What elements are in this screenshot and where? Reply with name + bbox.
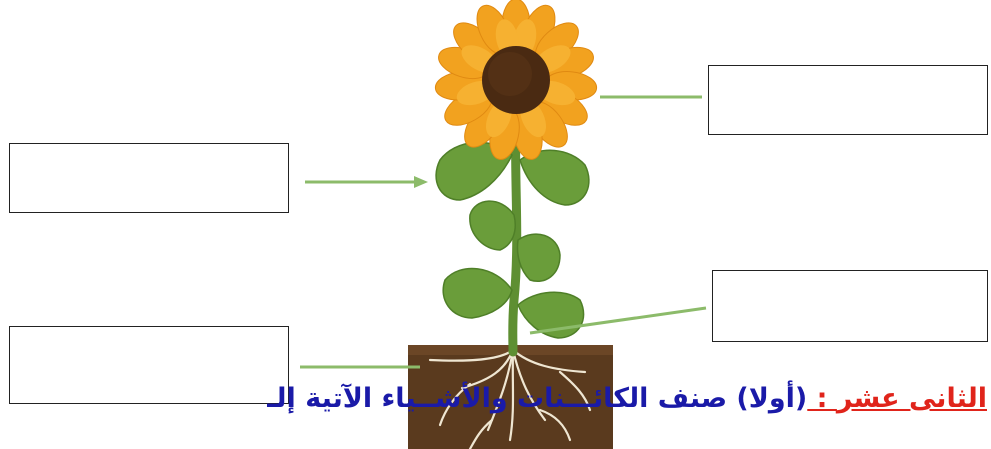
arrow-to-stem [529, 306, 707, 335]
arrow-to-leaf-head [414, 176, 428, 188]
stem [508, 115, 522, 357]
label-box-flower[interactable] [708, 65, 988, 135]
leaf-upper-right [519, 149, 590, 206]
flower-head [434, 0, 598, 160]
leaf-mid-right [516, 233, 561, 282]
heading-colon: : [807, 383, 837, 414]
leaf-mid-left [469, 200, 516, 251]
leaf-low-left [442, 267, 513, 319]
pointer-arrows [300, 95, 707, 369]
question-heading: الثانى عشر : (أولا) صنف الكائـــنات والأ… [267, 381, 987, 417]
heading-number: الثانى عشر [836, 383, 987, 414]
leaves [435, 141, 590, 339]
label-box-root[interactable] [9, 326, 289, 404]
label-box-stem[interactable] [712, 270, 988, 342]
heading-instruction: (أولا) صنف الكائـــنات والأشــياء الآتية… [267, 383, 808, 414]
label-box-leaf[interactable] [9, 143, 289, 213]
roots [428, 348, 592, 449]
